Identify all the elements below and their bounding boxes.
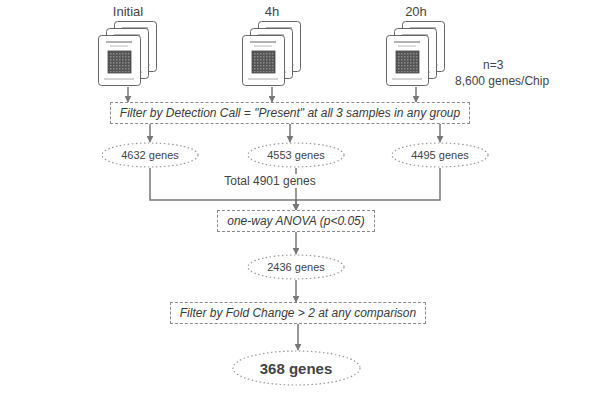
microarray-group: 20h (374, 4, 458, 87)
count-text: 2436 genes (267, 261, 325, 273)
annotation-label: 8,600 genes/Chip (452, 74, 552, 88)
gene-count-ellipse: 4553 genes (247, 142, 345, 168)
flow-arrow (149, 124, 151, 142)
flow-arrow (439, 124, 441, 142)
genechip-stack-icon (90, 21, 166, 87)
flow-arrow (271, 87, 273, 102)
microarray-group: 4h (230, 4, 314, 87)
filter-step-box: one-way ANOVA (p<0.05) (217, 210, 375, 232)
count-text: 4632 genes (121, 149, 179, 161)
group-label: Initial (86, 4, 170, 19)
microarray-group: Initial (86, 4, 170, 87)
annotation-label: n=3 (480, 58, 506, 72)
flow-arrow (295, 232, 297, 254)
count-text: 4553 genes (267, 149, 325, 161)
step-text: Filter by Detection Call = "Present" at … (120, 106, 460, 120)
count-text: 4495 genes (411, 149, 469, 161)
flow-arrow (127, 87, 129, 102)
gene-count-ellipse: 4632 genes (101, 142, 199, 168)
flow-arrow (415, 87, 417, 102)
flow-arrow (295, 280, 297, 302)
flow-arrow (289, 124, 291, 142)
gene-count-ellipse: 4495 genes (391, 142, 489, 168)
step-text: Filter by Fold Change > 2 at any compari… (180, 306, 416, 320)
count-text: 368 genes (260, 360, 333, 377)
genechip-stack-icon (234, 21, 310, 87)
genechip-stack-icon (378, 21, 454, 87)
total-count-label: Total 4901 genes (221, 174, 318, 188)
group-label: 4h (230, 4, 314, 19)
step-text: one-way ANOVA (p<0.05) (227, 214, 365, 228)
filter-step-box: Filter by Fold Change > 2 at any compari… (170, 302, 426, 324)
flow-arrow (297, 324, 299, 350)
group-label: 20h (374, 4, 458, 19)
gene-count-ellipse: 368 genes (232, 350, 361, 386)
gene-count-ellipse: 2436 genes (247, 254, 345, 280)
filter-step-box: Filter by Detection Call = "Present" at … (110, 102, 470, 124)
